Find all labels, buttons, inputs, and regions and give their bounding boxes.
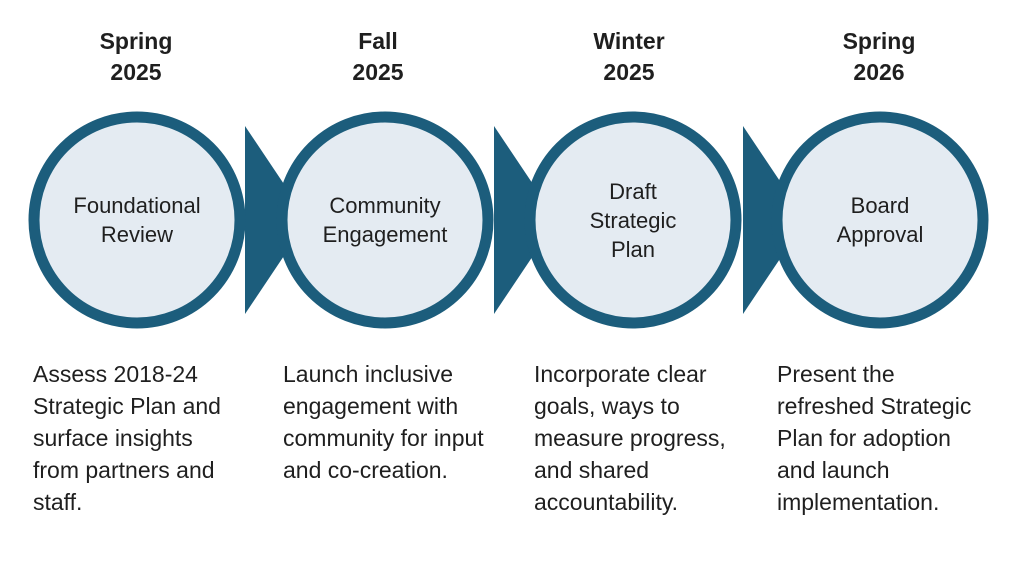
stage-4-period: Spring 2026 [799,26,959,88]
stage-2-period-year: 2025 [352,59,404,85]
stage-4-label: Board Approval [780,120,980,320]
stage-3-label-line-1: Draft [609,178,657,204]
stage-2-circle [276,111,494,329]
stage-4-description: Present the refreshed Strategic Plan for… [777,361,972,515]
stage-1-label: Foundational Review [37,120,237,320]
stage-4-period-year: 2026 [853,59,905,85]
stage-2-label-line-2: Engagement [322,222,448,247]
stage-3-label-line-3: Plan [610,236,656,262]
stage-4-circle [771,111,989,329]
stage-3-label-line-2: Strategic [589,207,677,233]
stage-1-label-line-1: Foundational [73,193,201,218]
stage-4-label-line-1: Board [850,193,910,218]
stage-1-period-season: Spring [99,28,173,54]
stage-2-description: Launch inclusive engagement with communi… [283,361,484,483]
stage-3-description: Incorporate clear goals, ways to measure… [534,361,726,515]
stage-3-period-year: 2025 [603,59,655,85]
stage-1-circle [28,111,246,329]
stage-2-label: Community Engagement [285,120,485,320]
stage-1-label-line-2: Review [100,222,174,247]
stage-3-period: Winter 2025 [549,26,709,88]
stage-4-label-line-2: Approval [836,222,924,247]
stage-2-period: Fall 2025 [298,26,458,88]
stage-1-description: Assess 2018-24 Strategic Plan and surfac… [33,361,221,515]
stage-1-period: Spring 2025 [56,26,216,88]
stage-3-circle [524,111,742,329]
stage-1-period-year: 2025 [110,59,162,85]
stage-3-label: Draft Strategic Plan [533,120,733,320]
stage-2-label-line-1: Community [329,193,441,218]
stage-2-period-season: Fall [358,28,398,54]
stage-4-period-season: Spring [842,28,916,54]
stage-3-period-season: Winter [593,28,665,54]
